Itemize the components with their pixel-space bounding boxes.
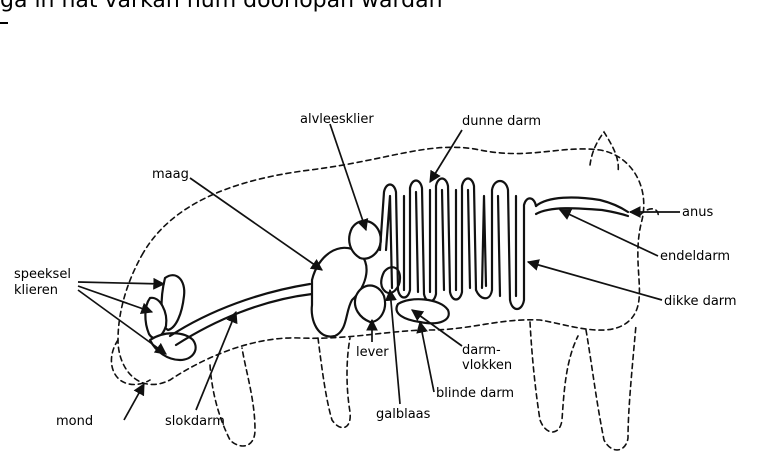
label-lever: lever (356, 345, 389, 360)
rectum-lower (536, 208, 628, 216)
pointer-blinde-darm (420, 322, 434, 392)
pointer-alvleesklier (330, 124, 366, 230)
label-darm: darm- (462, 343, 501, 358)
pointer-speeksel-1 (78, 282, 164, 284)
pointer-mond (124, 384, 144, 420)
label-vlokken: vlokken (462, 358, 512, 373)
caecum (397, 299, 449, 323)
large-intestine-inner (482, 196, 516, 296)
pig-front-leg-outline (210, 348, 255, 446)
label-endeldarm: endeldarm (660, 249, 730, 264)
label-mond: mond (56, 414, 93, 429)
label-blinde-darm: blinde darm (436, 386, 514, 401)
pig-snout-outline (111, 340, 150, 385)
label-dunne-darm: dunne darm (462, 114, 541, 129)
liver (355, 286, 385, 323)
pig-hind-leg2-outline (586, 325, 636, 450)
pig-hind-leg-outline (530, 322, 578, 432)
label-anus: anus (682, 205, 713, 220)
label-slokdarm: slokdarm (165, 414, 225, 429)
label-galblaas: galblaas (376, 407, 431, 422)
label-dikke-darm: dikke darm (664, 294, 737, 309)
pointer-maag (190, 178, 322, 270)
label-klieren: klieren (14, 283, 58, 298)
pointer-dikke-darm (528, 262, 662, 300)
label-alvleesklier: alvleesklier (300, 112, 374, 127)
pointer-dunne-darm (430, 130, 462, 182)
pig-ear-outline (590, 132, 618, 172)
esophagus-upper (170, 284, 310, 336)
pig-front-leg2-outline (318, 338, 350, 428)
label-maag: maag (152, 167, 189, 182)
label-speeksel: speeksel (14, 267, 71, 282)
